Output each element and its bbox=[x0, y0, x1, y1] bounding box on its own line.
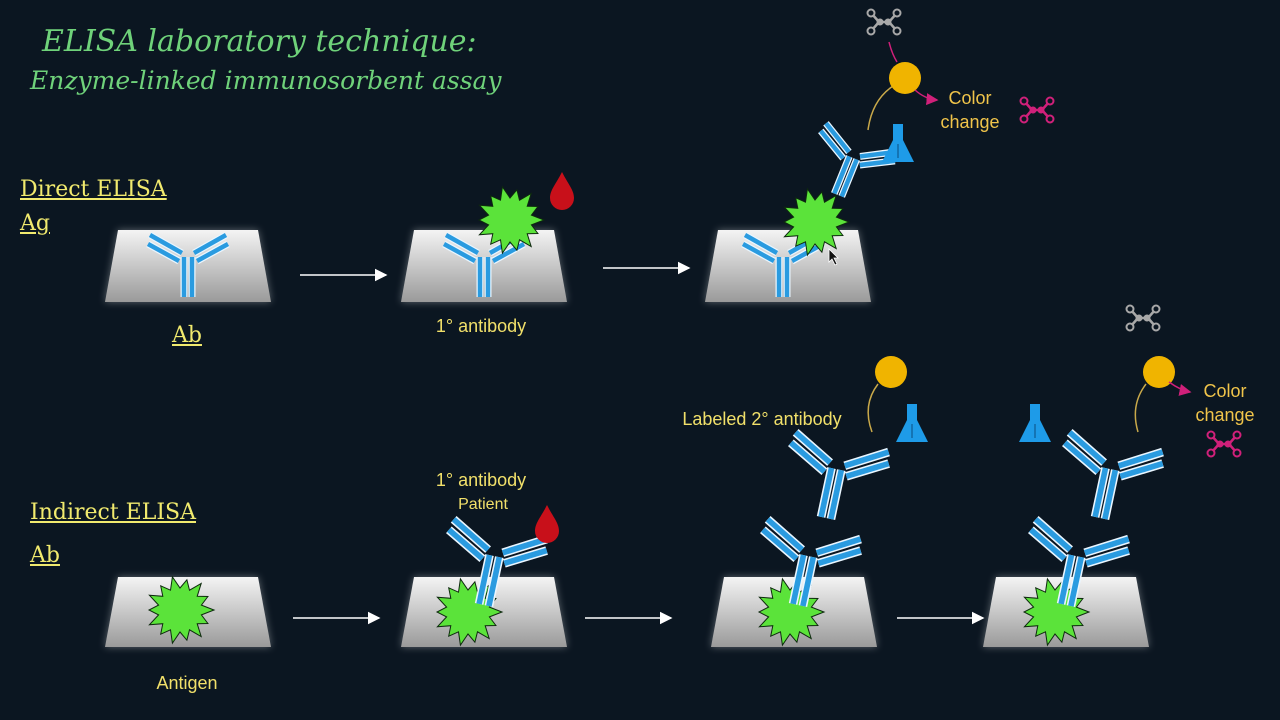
product-molecule-icon bbox=[1019, 96, 1055, 124]
well-plate bbox=[401, 230, 567, 302]
labeled-antibody-icon bbox=[801, 123, 898, 210]
enzyme-icon bbox=[889, 62, 921, 94]
direct-target-label: Ag bbox=[20, 211, 50, 236]
direct-elisa-heading: Direct ELISA bbox=[20, 177, 167, 202]
substrate-molecule-icon bbox=[1125, 304, 1161, 332]
mouse-cursor-icon bbox=[828, 248, 839, 266]
enzyme-icon bbox=[1143, 356, 1175, 388]
title-line-2: Enzyme-linked immunosorbent assay bbox=[30, 66, 502, 95]
labeled-antibody-icon bbox=[777, 432, 891, 529]
product-arrow bbox=[1168, 381, 1192, 396]
flask-icon bbox=[895, 403, 929, 443]
substrate-arrow bbox=[888, 41, 898, 63]
indirect-step2-label-1: 1° antibody bbox=[435, 470, 527, 490]
blood-drop-icon bbox=[550, 172, 574, 210]
indirect-step3-label: Labeled 2° antibody bbox=[682, 409, 842, 429]
product-arrow bbox=[914, 89, 939, 106]
indirect-color-change-label: Color change bbox=[1195, 381, 1255, 425]
direct-color-change-label: Color change bbox=[940, 88, 1000, 132]
direct-plate-label: Ab bbox=[172, 323, 202, 348]
enzyme-icon bbox=[875, 356, 907, 388]
title-line-1: ELISA laboratory technique: bbox=[42, 24, 477, 59]
product-molecule-icon bbox=[1206, 430, 1242, 458]
indirect-step2-label-2: Patient bbox=[458, 496, 508, 513]
blood-drop-icon bbox=[535, 505, 559, 543]
flask-icon bbox=[881, 123, 915, 163]
substrate-molecule-icon bbox=[866, 8, 902, 36]
indirect-plate-label: Antigen bbox=[156, 673, 218, 693]
indirect-target-label: Ab bbox=[30, 543, 60, 568]
well-plate bbox=[105, 230, 271, 302]
labeled-antibody-icon bbox=[1051, 432, 1165, 529]
direct-step2-label: 1° antibody bbox=[435, 316, 527, 336]
enzyme-linker bbox=[867, 383, 879, 433]
indirect-elisa-heading: Indirect ELISA bbox=[30, 500, 196, 525]
flask-icon bbox=[1018, 403, 1052, 443]
enzyme-linker bbox=[1134, 383, 1147, 433]
enzyme-linker bbox=[867, 85, 894, 131]
